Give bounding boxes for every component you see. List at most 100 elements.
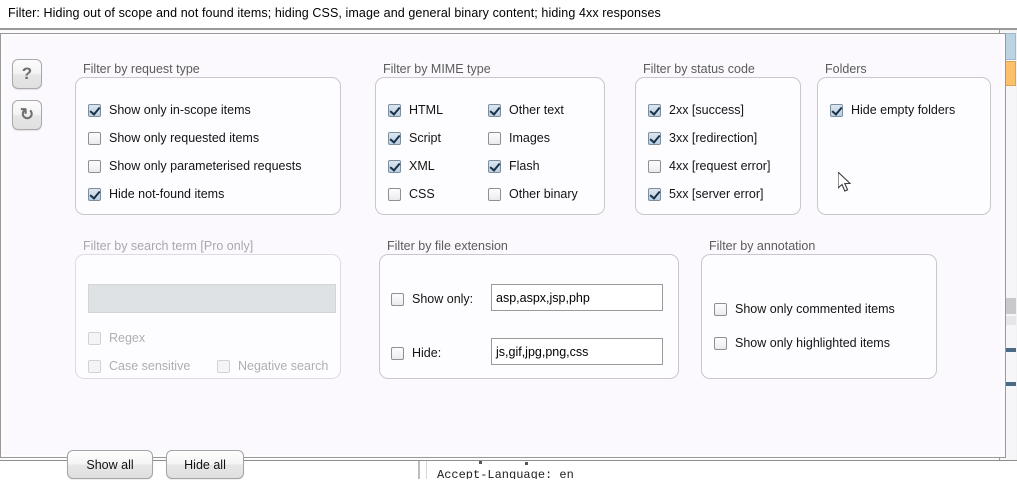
group-filter-by-annotation: Filter by annotation Show only commented… xyxy=(701,239,937,379)
checkbox-hide-empty-folders[interactable]: Hide empty folders xyxy=(830,103,955,117)
checkbox-label: Show only highlighted items xyxy=(735,336,890,350)
checkbox-box[interactable] xyxy=(648,159,661,173)
checkbox-label: 2xx [success] xyxy=(669,103,745,117)
checkbox-label: Other text xyxy=(509,103,564,117)
filter-status-text: Filter: Hiding out of scope and not foun… xyxy=(8,6,661,20)
checkbox-mime-script[interactable]: Script xyxy=(388,131,441,145)
group-legend: Filter by MIME type xyxy=(383,62,491,76)
help-button[interactable]: ? xyxy=(12,59,42,89)
checkbox-show-only-parameterised-requests[interactable]: Show only parameterised requests xyxy=(88,159,301,173)
checkbox-show-only-commented-items[interactable]: Show only commented items xyxy=(714,302,895,316)
checkbox-mime-flash[interactable]: Flash xyxy=(488,159,540,173)
checkbox-show-only-requested-items[interactable]: Show only requested items xyxy=(88,131,259,145)
filter-status-bar[interactable]: Filter: Hiding out of scope and not foun… xyxy=(0,0,1017,30)
checkbox-status-4xx[interactable]: 4xx [request error] xyxy=(648,159,770,173)
checkbox-show-only-in-scope-items[interactable]: Show only in-scope items xyxy=(88,103,251,117)
display-filter-popup: ? ↻ Filter by request type Show only in-… xyxy=(0,33,1006,479)
checkbox-box[interactable] xyxy=(714,302,727,316)
checkbox-mime-html[interactable]: HTML xyxy=(388,103,443,117)
checkbox-label: Show only in-scope items xyxy=(109,103,251,117)
checkbox-box[interactable] xyxy=(391,346,404,360)
group-legend: Filter by search term [Pro only] xyxy=(83,239,254,253)
checkbox-box[interactable] xyxy=(488,159,501,173)
checkbox-label: Hide empty folders xyxy=(851,103,956,117)
scrollbar-marker-dark-2 xyxy=(1001,382,1016,386)
checkbox-status-5xx[interactable]: 5xx [server error] xyxy=(648,187,763,201)
checkbox-box[interactable] xyxy=(88,159,101,173)
checkbox-label: Case sensitive xyxy=(109,359,191,373)
message-editor-strip xyxy=(0,460,1017,480)
checkbox-box[interactable] xyxy=(830,103,843,117)
group-box xyxy=(701,254,937,379)
checkbox-box[interactable] xyxy=(88,103,101,117)
checkbox-box[interactable] xyxy=(388,187,401,201)
checkbox-box[interactable] xyxy=(388,131,401,145)
checkbox-label: Show only requested items xyxy=(109,131,260,145)
checkbox-box xyxy=(88,359,101,373)
checkbox-label: Hide: xyxy=(412,346,442,360)
checkbox-negative-search: Negative search xyxy=(217,359,328,373)
checkbox-box[interactable] xyxy=(88,187,101,201)
checkbox-label: 3xx [redirection] xyxy=(669,131,758,145)
scrollbar-marker-dark-1 xyxy=(1001,348,1016,352)
checkbox-label: Show only commented items xyxy=(735,302,895,316)
refresh-icon: ↻ xyxy=(19,105,35,124)
group-filter-by-search-term: Filter by search term [Pro only] Regex C… xyxy=(75,239,341,379)
group-folders: Folders Hide empty folders xyxy=(817,62,991,215)
group-legend: Filter by request type xyxy=(83,62,200,76)
checkbox-box[interactable] xyxy=(648,187,661,201)
group-filter-by-status-code: Filter by status code 2xx [success] 3xx … xyxy=(635,62,801,215)
checkbox-box[interactable] xyxy=(88,131,101,145)
checkbox-box[interactable] xyxy=(648,131,661,145)
scrollbar-marker-gray xyxy=(1001,316,1016,325)
extension-show-only-input[interactable]: asp,aspx,jsp,php xyxy=(491,284,663,311)
show-all-button[interactable]: Show all xyxy=(67,450,153,479)
checkbox-box[interactable] xyxy=(714,336,727,350)
checkbox-extension-hide[interactable]: Hide: xyxy=(391,346,441,360)
checkbox-box[interactable] xyxy=(648,103,661,117)
checkbox-status-2xx[interactable]: 2xx [success] xyxy=(648,103,744,117)
split-divider[interactable] xyxy=(418,461,420,479)
checkbox-box[interactable] xyxy=(488,187,501,201)
checkbox-label: Negative search xyxy=(238,359,329,373)
editor-ticks xyxy=(479,461,599,465)
checkbox-box[interactable] xyxy=(391,292,404,306)
hide-all-button[interactable]: Hide all xyxy=(166,450,244,479)
checkbox-box[interactable] xyxy=(388,103,401,117)
checkbox-label: CSS xyxy=(409,187,435,201)
group-box xyxy=(75,77,341,215)
checkbox-box[interactable] xyxy=(488,131,501,145)
checkbox-box[interactable] xyxy=(388,159,401,173)
hide-all-label: Hide all xyxy=(184,457,226,472)
checkbox-mime-css[interactable]: CSS xyxy=(388,187,435,201)
checkbox-regex: Regex xyxy=(88,331,145,345)
checkbox-mime-other-text[interactable]: Other text xyxy=(488,103,564,117)
extension-hide-input[interactable]: js,gif,jpg,png,css xyxy=(491,338,663,365)
checkbox-mime-other-binary[interactable]: Other binary xyxy=(488,187,578,201)
checkbox-status-3xx[interactable]: 3xx [redirection] xyxy=(648,131,757,145)
checkbox-box xyxy=(217,359,230,373)
group-filter-by-request-type: Filter by request type Show only in-scop… xyxy=(75,62,341,215)
checkbox-hide-not-found-items[interactable]: Hide not-found items xyxy=(88,187,224,201)
checkbox-extension-show-only[interactable]: Show only: xyxy=(391,292,473,306)
checkbox-label: XML xyxy=(409,159,435,173)
checkbox-label: Hide not-found items xyxy=(109,187,225,201)
checkbox-show-only-highlighted-items[interactable]: Show only highlighted items xyxy=(714,336,890,350)
question-mark-icon: ? xyxy=(21,64,33,83)
group-legend: Filter by file extension xyxy=(387,239,508,253)
group-legend: Filter by annotation xyxy=(709,239,816,253)
checkbox-label: 4xx [request error] xyxy=(669,159,771,173)
checkbox-mime-xml[interactable]: XML xyxy=(388,159,435,173)
group-filter-by-mime-type: Filter by MIME type HTML Script XML CSS … xyxy=(375,62,605,215)
filter-bar-underline xyxy=(0,28,1017,30)
checkbox-mime-images[interactable]: Images xyxy=(488,131,550,145)
checkbox-label: Images xyxy=(509,131,550,145)
split-divider-secondary xyxy=(426,461,427,479)
checkbox-label: 5xx [server error] xyxy=(669,187,764,201)
checkbox-label: Other binary xyxy=(509,187,578,201)
checkbox-box[interactable] xyxy=(488,103,501,117)
search-term-input xyxy=(88,284,336,313)
reset-filter-button[interactable]: ↻ xyxy=(12,100,42,130)
group-box xyxy=(75,254,341,379)
